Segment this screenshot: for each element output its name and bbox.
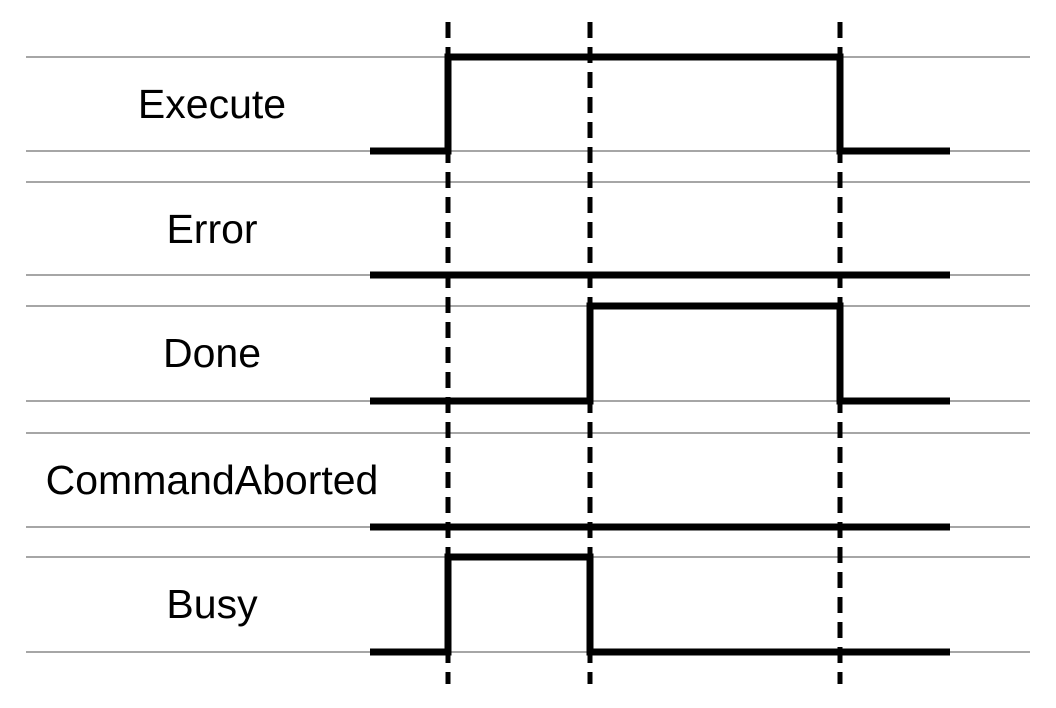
signal-label-execute: Execute [137, 80, 287, 127]
signal-waveform-execute [370, 53, 950, 155]
signal-label-done: Done [162, 329, 261, 376]
signal-label-commandaborted: CommandAborted [45, 456, 379, 503]
signal-label-busy: Busy [166, 580, 258, 627]
signal-label-error: Error [166, 205, 258, 252]
signal-waveform-done [370, 302, 950, 405]
signal-waveform-busy [370, 553, 950, 656]
